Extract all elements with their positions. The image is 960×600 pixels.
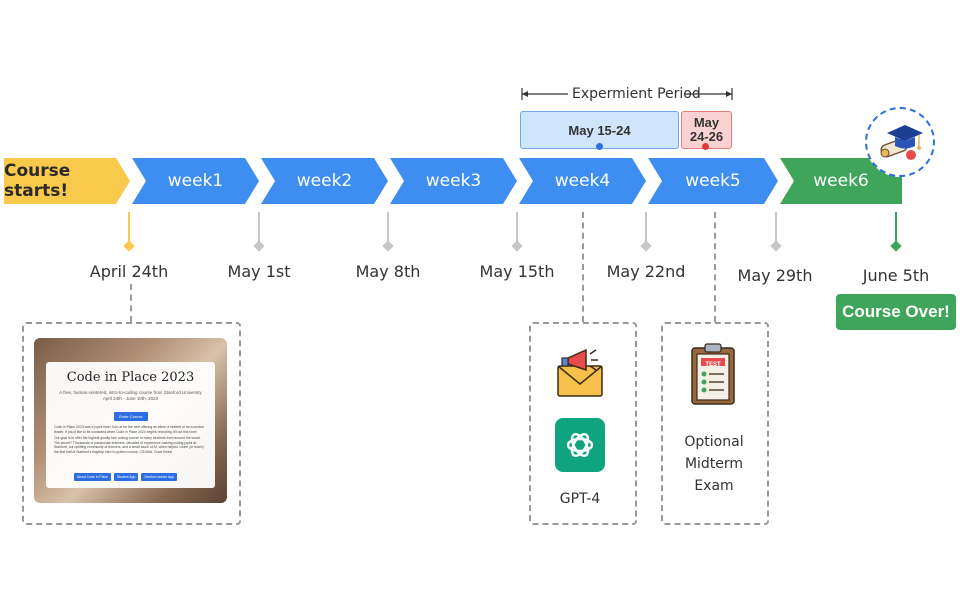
course-over-label: Course Over! xyxy=(842,302,950,321)
website-dates: April 24th - June 10th, 2023 xyxy=(102,396,159,401)
date-label-april24: April 24th xyxy=(89,262,169,281)
experiment-bracket xyxy=(521,88,733,100)
about-button: About Code in Place xyxy=(74,473,111,481)
midterm-range-line1: May xyxy=(693,115,720,130)
midterm-box xyxy=(661,322,769,525)
connector-week5 xyxy=(714,212,716,322)
gpt4-box xyxy=(529,322,637,525)
date-label-may15: May 15th xyxy=(479,262,555,281)
midterm-label: Optional Midterm Exam xyxy=(664,431,764,497)
website-subtitle-text: A free, human-centered, intro-to-coding … xyxy=(59,390,202,395)
announcement-envelope-icon xyxy=(557,348,603,397)
tick-may15 xyxy=(516,212,518,244)
week4-chevron: week4 xyxy=(519,158,646,204)
date-label-may22: May 22nd xyxy=(606,262,686,281)
tick-may29 xyxy=(775,212,777,244)
graduation-badge xyxy=(865,107,935,177)
enter-course-button: Enter Course xyxy=(114,412,148,421)
midterm-range-box: May 24-26 xyxy=(681,111,732,149)
week2-label: week2 xyxy=(296,171,353,191)
website-screenshot-box xyxy=(22,322,241,525)
course-start-chevron: Course starts! xyxy=(4,158,130,204)
test-clipboard-text: TEST xyxy=(705,362,721,368)
week2-chevron: week2 xyxy=(261,158,388,204)
test-clipboard-icon xyxy=(691,343,735,405)
tick-june5-marker xyxy=(890,240,902,252)
website-card: Code in Place 2023 A free, human-centere… xyxy=(46,362,215,488)
connector-april24 xyxy=(130,284,132,322)
week1-chevron: week1 xyxy=(132,158,259,204)
website-title: Code in Place 2023 xyxy=(66,370,195,385)
tick-may29-marker xyxy=(770,240,782,252)
student-app-button: Student App xyxy=(113,473,139,481)
experiment-period-label: Expermient Period xyxy=(572,86,701,102)
date-label-may8: May 8th xyxy=(355,262,421,281)
week1-label: week1 xyxy=(167,171,224,191)
tick-may1-marker xyxy=(253,240,265,252)
tick-may22 xyxy=(645,212,647,244)
date-label-may1: May 1st xyxy=(227,262,291,281)
website-subtitle: A free, human-centered, intro-to-coding … xyxy=(46,390,215,402)
website-buttons: About Code in Place Student App Section … xyxy=(74,473,207,481)
course-start-label: Course starts! xyxy=(4,161,71,201)
tick-may1 xyxy=(258,212,260,244)
connector-week4 xyxy=(582,212,584,322)
week5-label: week5 xyxy=(685,171,741,191)
website-para1: Code in Place 2023 was a joyful time! Jo… xyxy=(54,425,205,434)
section-leader-button: Section Leader App xyxy=(141,473,178,481)
week5-chevron: week5 xyxy=(648,158,778,204)
date-label-june5: June 5th xyxy=(862,266,930,285)
tick-may15-marker xyxy=(511,240,523,252)
tick-april24-marker xyxy=(123,240,135,252)
midterm-range-line2: 24-26 xyxy=(689,129,724,144)
tick-april24 xyxy=(128,212,130,244)
midterm-label-line1: Optional xyxy=(684,434,744,450)
gpt4-label: GPT-4 xyxy=(559,491,601,507)
tick-may8 xyxy=(387,212,389,244)
tick-may8-marker xyxy=(382,240,394,252)
week4-label: week4 xyxy=(554,171,611,191)
website-body: Code in Place 2023 was a joyful time! Jo… xyxy=(54,425,207,455)
graduation-cap-icon xyxy=(880,125,923,160)
week3-chevron: week3 xyxy=(390,158,517,204)
course-over-badge: Course Over! xyxy=(836,294,956,330)
week3-label: week3 xyxy=(425,171,482,191)
midterm-label-line2: Midterm Exam xyxy=(684,456,744,494)
experiment-dot xyxy=(596,143,603,150)
tick-june5 xyxy=(895,212,897,244)
date-label-may29: May 29th xyxy=(737,266,813,285)
week6-label: week6 xyxy=(813,171,869,191)
experiment-main-range: May 15-24 xyxy=(568,122,631,138)
website-screenshot: Code in Place 2023 A free, human-centere… xyxy=(34,338,227,503)
website-para2: Our goal is to offer the highest quality… xyxy=(54,436,204,454)
tick-may22-marker xyxy=(640,240,652,252)
openai-logo-icon xyxy=(555,418,605,472)
midterm-dot xyxy=(702,143,709,150)
